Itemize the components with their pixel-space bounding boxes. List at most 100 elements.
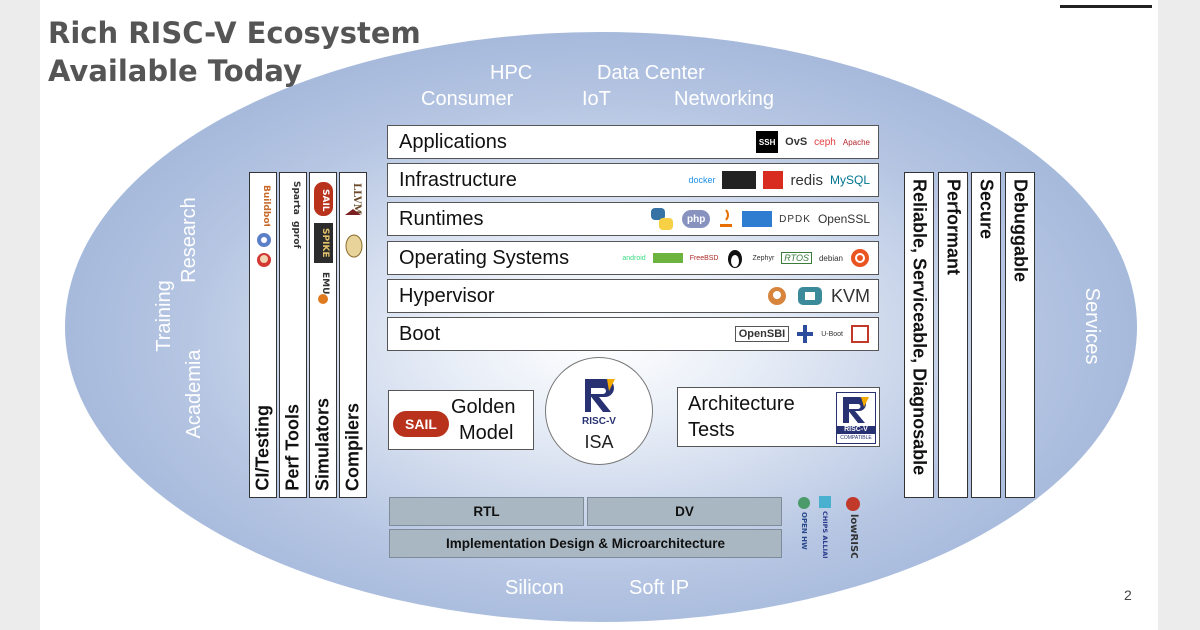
layer-infrastructure-label: Infrastructure	[399, 169, 517, 191]
svg-text:LLVM: LLVM	[351, 183, 362, 215]
kvm-logo: KVM	[830, 285, 870, 306]
svg-text:OPEN HW: OPEN HW	[800, 512, 808, 550]
isa-label: ISA	[584, 432, 614, 452]
buildbot-icon	[255, 231, 272, 248]
label-soft-ip: Soft IP	[629, 577, 690, 599]
layer-runtimes: Runtimes php DPDK OpenSSL	[387, 202, 879, 236]
zephyr-logo: Zephyr	[752, 254, 775, 262]
lowrisc-logo: lowRISC	[843, 496, 863, 558]
opensbi-logo: OpenSBI	[734, 326, 790, 342]
implementation-design-box: Implementation Design & Microarchitectur…	[389, 529, 782, 558]
gprof-logo: gprof	[284, 219, 304, 253]
bar-secure: Secure	[971, 172, 1001, 498]
label-academia: Academia	[183, 349, 205, 439]
market-hpc: HPC	[490, 62, 533, 84]
dpdk-logo: DPDK	[779, 213, 811, 225]
bar-simulators-label: Simulators	[312, 397, 333, 491]
top-rule	[1060, 5, 1152, 8]
layer-operating-systems: Operating Systems android FreeBSD Zephyr…	[387, 241, 879, 275]
ceph-logo: ceph	[814, 136, 836, 148]
golden-model-line1: Golden	[451, 396, 516, 418]
applications-logos: SSH OvS ceph Apache	[756, 130, 870, 154]
svg-text:CHIPS ALLIANCE: CHIPS ALLIANCE	[821, 511, 829, 558]
bar-ci-testing: Buildbot CI/Testing	[249, 172, 277, 498]
dv-box: DV	[587, 497, 782, 526]
label-training: Training	[153, 280, 175, 352]
svg-text:SAIL: SAIL	[320, 189, 330, 212]
mysql-logo: MySQL	[829, 173, 870, 187]
riscv-logo-icon	[585, 379, 615, 412]
bar-secure-label: Secure	[976, 179, 997, 240]
freebsd-logo: FreeBSD	[689, 254, 719, 262]
os-logo	[652, 253, 683, 263]
redis-logo: redis	[790, 171, 823, 189]
svg-text:gprof: gprof	[291, 221, 301, 249]
docker-logo: docker	[688, 175, 716, 185]
infrastructure-logos: docker redis MySQL	[688, 168, 870, 192]
runtime-logo	[742, 211, 773, 227]
emu-logo: EMU	[314, 269, 333, 305]
layer-applications: Applications SSH OvS ceph Apache	[387, 125, 879, 159]
bar-performant-label: Performant	[943, 179, 964, 276]
layer-applications-label: Applications	[399, 131, 507, 153]
architecture-tests-line1: Architecture	[688, 393, 795, 415]
rtos-logo: RTOS	[781, 252, 812, 264]
coreboot-logo	[796, 324, 814, 344]
ssh-logo: SSH	[756, 131, 779, 153]
svg-text:SPIKE: SPIKE	[320, 228, 330, 258]
openhw-logo: OPEN HW	[796, 496, 812, 558]
runtimes-logos: php DPDK OpenSSL	[649, 207, 870, 231]
chips-alliance-logo: CHIPS ALLIANCE	[816, 494, 834, 558]
php-logo: php	[682, 210, 711, 228]
layer-boot-label: Boot	[399, 323, 441, 345]
openssl-logo: OpenSSL	[817, 212, 870, 226]
title-line-1: Rich RISC-V Ecosystem	[48, 16, 421, 50]
golden-model-line2: Model	[459, 422, 514, 444]
badge-line1: RISC-V	[837, 426, 875, 434]
debian-logo: debian	[818, 253, 843, 263]
buildbot-logo: Buildbot	[254, 181, 273, 227]
layer-infrastructure: Infrastructure docker redis MySQL	[387, 163, 879, 197]
sparta-logo: Sparta	[284, 179, 304, 217]
bar-debuggable-label: Debuggable	[1010, 179, 1031, 283]
layer-runtimes-label: Runtimes	[399, 208, 484, 230]
market-data-center: Data Center	[597, 62, 705, 84]
bar-reliable-serviceable-diagnosable: Reliable, Serviceable, Diagnosable	[904, 172, 934, 498]
hypervisor-logos: KVM	[765, 284, 870, 308]
label-silicon: Silicon	[505, 577, 564, 599]
bar-rsd-label: Reliable, Serviceable, Diagnosable	[909, 179, 930, 476]
boot-logos: OpenSBI U-Boot	[734, 322, 870, 346]
os-logos: android FreeBSD Zephyr RTOS debian	[622, 246, 870, 270]
bar-ci-testing-label: CI/Testing	[252, 405, 273, 491]
uboot-logo: U-Boot	[821, 330, 843, 338]
linux-logo	[725, 247, 745, 269]
terminal-logo	[722, 171, 757, 189]
bar-compilers: LLVM Compilers	[339, 172, 367, 498]
layer-hypervisor: Hypervisor KVM	[387, 279, 879, 313]
layer-hypervisor-label: Hypervisor	[399, 285, 495, 307]
svg-text:EMU: EMU	[320, 272, 330, 294]
architecture-tests-line2: Tests	[688, 419, 735, 441]
bar-performant: Performant	[938, 172, 968, 498]
layer-operating-systems-label: Operating Systems	[399, 247, 570, 269]
svg-text:Sparta: Sparta	[291, 181, 301, 215]
market-consumer: Consumer	[421, 88, 514, 110]
rtl-box: RTL	[389, 497, 584, 526]
bar-perf-tools-label: Perf Tools	[282, 404, 303, 491]
market-networking: Networking	[674, 88, 775, 110]
isa-logo-text: RISC-V	[582, 416, 616, 427]
page-title: Rich RISC-V Ecosystem Available Today	[48, 14, 421, 90]
jenkins-icon	[255, 251, 272, 268]
bar-simulators: SAIL SPIKE EMU Simulators	[309, 172, 337, 498]
bar-compilers-label: Compilers	[342, 402, 363, 491]
layer-boot: Boot OpenSBI U-Boot	[387, 317, 879, 351]
ubuntu-logo	[850, 248, 870, 268]
label-services: Services	[1081, 287, 1103, 365]
sail-logo: SAIL	[313, 181, 334, 217]
label-research: Research	[178, 197, 200, 283]
spike-logo: SPIKE	[314, 223, 333, 263]
market-iot: IoT	[582, 88, 611, 110]
title-line-2: Available Today	[48, 54, 302, 88]
gcc-icon	[344, 231, 364, 261]
llvm-logo: LLVM	[343, 179, 365, 223]
